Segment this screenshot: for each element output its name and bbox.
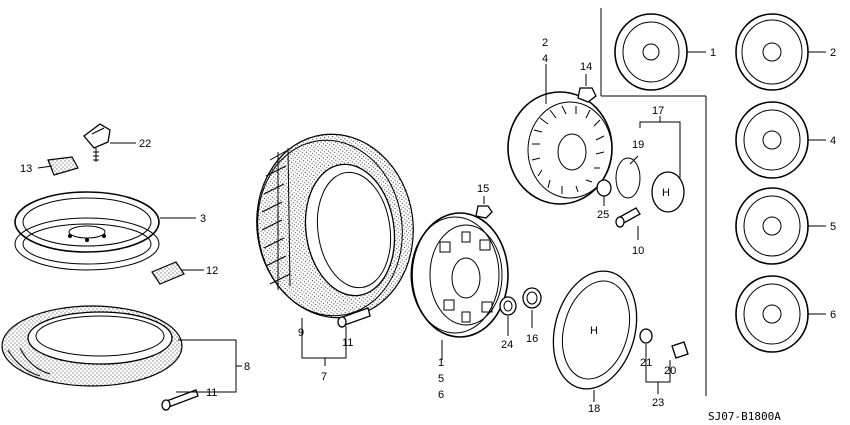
callout-6-variant: 6 [830,309,836,321]
callout-5-front: 5 [438,373,444,385]
variant-wheel-5 [735,187,809,265]
callout-5-variant: 5 [830,221,836,233]
steel-wheel-front [410,212,509,338]
callout-6-front: 6 [438,389,444,401]
callout-20: 20 [664,365,676,377]
alloy-wheel-upper [507,91,613,205]
callout-4-upper: 4 [542,53,548,65]
callout-4-variant: 4 [830,135,836,147]
variant-wheel-1 [614,13,688,91]
variant-wheel-2 [735,13,809,91]
valve-20 [671,341,689,359]
callout-24: 24 [501,339,513,351]
cap-21 [639,328,653,344]
callout-21: 21 [640,357,652,369]
spare-tire [1,305,183,387]
callout-8: 8 [244,361,250,373]
main-tire [256,133,414,319]
variant-wheel-4 [735,101,809,179]
variant-wheel-6 [735,275,809,353]
callout-2-variant: 2 [830,47,836,59]
callout-1-front: 1 [438,357,444,369]
nut-25 [596,179,612,197]
svg-text:H: H [590,325,598,337]
svg-text:H: H [662,187,670,199]
callout-12: 12 [206,265,218,277]
center-cap-17: H [651,171,685,213]
pad-13 [47,156,79,176]
callout-9: 9 [298,327,304,339]
jack-bracket [83,123,111,162]
callout-16: 16 [526,333,538,345]
valve-mid [337,307,371,328]
leader-lines [37,51,826,402]
valve-10 [615,207,641,228]
variants-box-border [600,8,707,396]
diagram-code: SJ07-B1800A [708,410,781,423]
callout-2-upper: 2 [542,37,548,49]
callout-1-variant: 1 [710,47,716,59]
nut-15 [475,205,493,219]
pad-12 [151,261,185,285]
callout-18: 18 [588,403,600,415]
callout-15: 15 [477,183,489,195]
nut-14 [577,87,597,103]
callout-14: 14 [580,61,592,73]
wheel-cover-18: H [552,270,638,390]
callout-19: 19 [632,139,644,151]
callout-22: 22 [139,138,151,150]
callout-3: 3 [200,213,206,225]
nut-24 [499,296,517,316]
callout-13: 13 [20,163,32,175]
callout-10: 10 [632,245,644,257]
nut-16 [522,287,542,309]
valve-left [161,389,199,411]
spare-wheel [14,191,160,271]
callout-17: 17 [652,105,664,117]
callout-11-left: 11 [206,387,217,399]
callout-7: 7 [321,371,327,383]
callout-labels: 22 13 3 12 8 11 9 11 7 1 5 6 15 24 16 2 … [20,37,836,415]
callout-23: 23 [652,397,664,409]
callout-25: 25 [597,209,609,221]
snap-ring-19 [615,157,641,199]
callout-11-mid: 11 [342,337,353,349]
